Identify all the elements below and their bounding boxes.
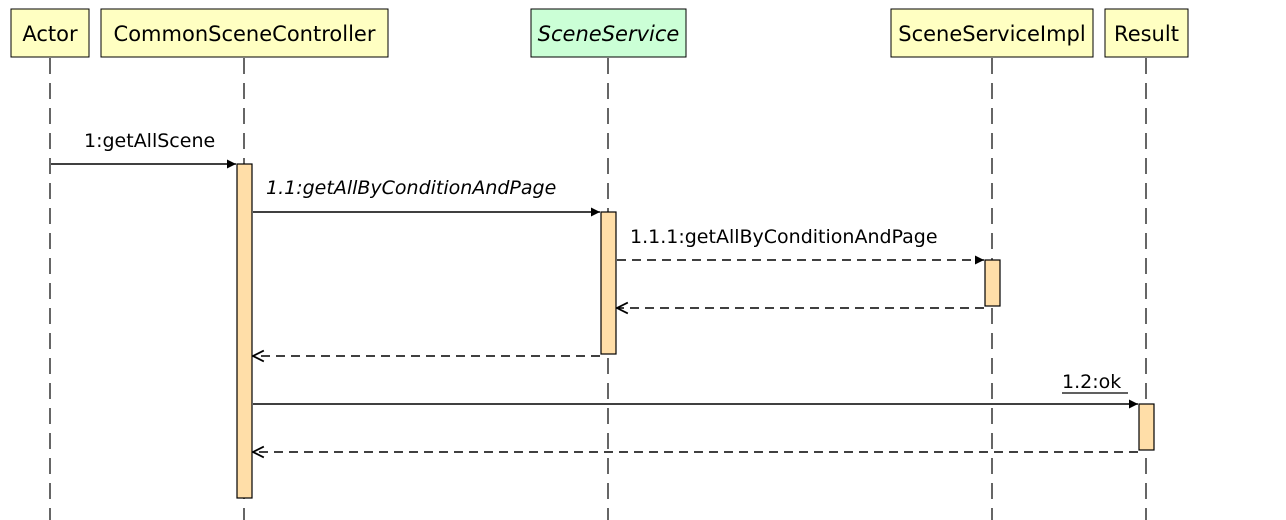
message-getAllByConditionAndPage[interactable]: 1.1:getAllByConditionAndPage (253, 177, 600, 217)
participant-impl[interactable]: SceneServiceImpl (890, 8, 1094, 58)
message-getAllScene[interactable]: 1:getAllScene (51, 130, 236, 169)
participant-actor[interactable]: Actor (10, 8, 90, 58)
activation-impl (984, 259, 1001, 307)
participant-controller-box (100, 8, 389, 58)
message-impl-getAllByConditionAndPage-label: 1.1.1:getAllByConditionAndPage (630, 226, 938, 248)
participant-actor-label: Actor (22, 22, 78, 46)
activation-controller (236, 163, 253, 499)
message-getAllScene-label: 1:getAllScene (84, 130, 215, 152)
participant-actor-box (10, 8, 90, 58)
participant-service-label: SceneService (538, 22, 680, 46)
participant-impl-box (890, 8, 1094, 58)
message-impl-getAllByConditionAndPage[interactable]: 1.1.1:getAllByConditionAndPage (617, 226, 984, 265)
activation-service (600, 211, 617, 355)
participant-result-box (1104, 8, 1189, 58)
participant-service-box (530, 8, 687, 58)
participant-result[interactable]: Result (1104, 8, 1189, 58)
participant-result-label: Result (1114, 22, 1179, 46)
message-ok[interactable]: 1.2:ok (253, 371, 1138, 409)
message-ok-label: 1.2:ok (1062, 371, 1121, 393)
participant-controller-label: CommonSceneController (114, 22, 376, 46)
participant-impl-label: SceneServiceImpl (898, 22, 1085, 46)
participant-controller[interactable]: CommonSceneController (100, 8, 389, 58)
activation-result (1138, 403, 1155, 451)
message-getAllByConditionAndPage-label: 1.1:getAllByConditionAndPage (266, 177, 556, 199)
participant-service[interactable]: SceneService (530, 8, 687, 58)
